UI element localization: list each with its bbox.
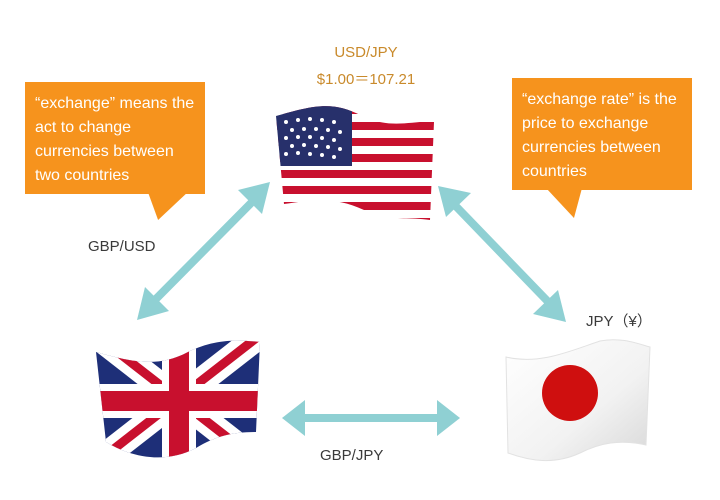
usd-jpy-label: USD/JPY: [334, 44, 398, 61]
japan-flag-icon: [505, 339, 651, 462]
uk-flag-icon: [96, 340, 260, 458]
jpy-label: JPY（¥）: [586, 313, 652, 330]
arrow-gbp-jpy: [282, 400, 460, 436]
usa-flag-icon: [276, 106, 434, 220]
callout-left-text: “exchange” means the act to change curre…: [35, 95, 195, 184]
callout-exchange-definition: “exchange” means the act to change curre…: [25, 82, 205, 220]
arrow-usd-jpy: [438, 186, 566, 322]
callout-exchange-rate-definition: “exchange rate” is the price to exchange…: [512, 78, 692, 218]
gbp-usd-label: GBP/USD: [88, 238, 156, 255]
gbp-jpy-label: GBP/JPY: [320, 447, 384, 464]
callout-right-text: “exchange rate” is the price to exchange…: [522, 91, 677, 180]
arrow-usd-gbp: [137, 182, 270, 320]
usd-jpy-rate: $1.00＝107.21: [316, 71, 416, 88]
